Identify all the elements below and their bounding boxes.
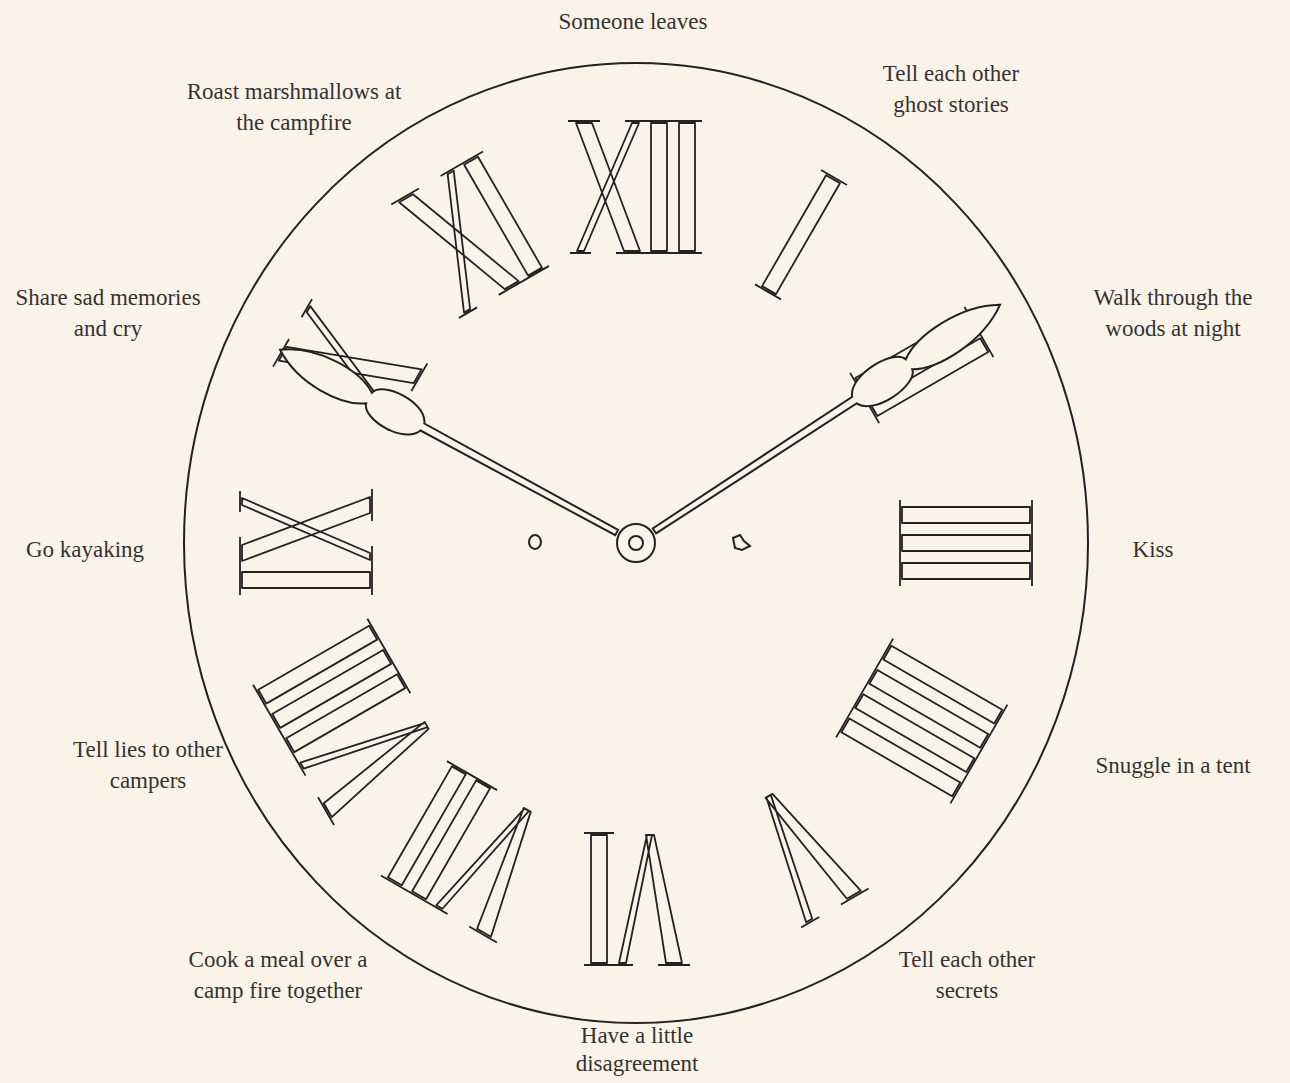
winding-hole [733, 535, 750, 550]
activity-label: Tell each other secrets [895, 944, 1040, 1006]
label-slot: Tell lies to other campers [63, 734, 233, 796]
roman-numeral [381, 761, 563, 942]
label-slot: Kiss [1113, 534, 1193, 565]
hub-pin [629, 536, 643, 550]
label-slot: Snuggle in a tent [1073, 750, 1273, 781]
clock-hands [271, 289, 1010, 548]
label-slot: Cook a meal over a camp fire together [168, 944, 388, 1006]
clock-rim [184, 63, 1088, 1023]
activity-label: Someone leaves [513, 6, 753, 37]
roman-numeral [568, 121, 702, 253]
label-slot: Roast marshmallows at the campfire [174, 76, 414, 138]
hour-hand [271, 333, 625, 548]
label-slot: Tell each other ghost stories [861, 58, 1041, 120]
label-slot: Share sad memories and cry [6, 282, 211, 344]
activity-label: Share sad memories and cry [6, 282, 211, 344]
label-slot: Have a little disagreement [557, 1022, 717, 1078]
activity-label: Tell lies to other campers [63, 734, 233, 796]
roman-numeral [755, 170, 847, 299]
roman-numeral [253, 619, 448, 825]
roman-numeral [240, 489, 372, 595]
activity-label: Tell each other ghost stories [861, 58, 1041, 120]
roman-numeral [584, 833, 690, 965]
activity-label: Cook a meal over a camp fire together [168, 944, 388, 1006]
activity-label: Roast marshmallows at the campfire [174, 76, 414, 138]
label-slot: Someone leaves [513, 6, 753, 37]
roman-numeral [736, 776, 869, 928]
label-slot: Go kayaking [5, 534, 165, 565]
activity-label: Go kayaking [5, 534, 165, 565]
hub [617, 524, 655, 562]
activity-label: Snuggle in a tent [1073, 750, 1273, 781]
roman-numeral [391, 152, 549, 319]
minute-hand [644, 289, 1010, 546]
winding-hole [529, 535, 541, 549]
activity-label: Have a little disagreement [557, 1022, 717, 1078]
label-slot: Tell each other secrets [895, 944, 1040, 1006]
label-slot: Walk through the woods at night [1071, 282, 1276, 344]
activity-label: Kiss [1113, 534, 1193, 565]
roman-numeral [900, 500, 1032, 586]
roman-numeral [836, 639, 1007, 804]
roman-numerals [240, 121, 1032, 965]
activity-label: Walk through the woods at night [1071, 282, 1276, 344]
